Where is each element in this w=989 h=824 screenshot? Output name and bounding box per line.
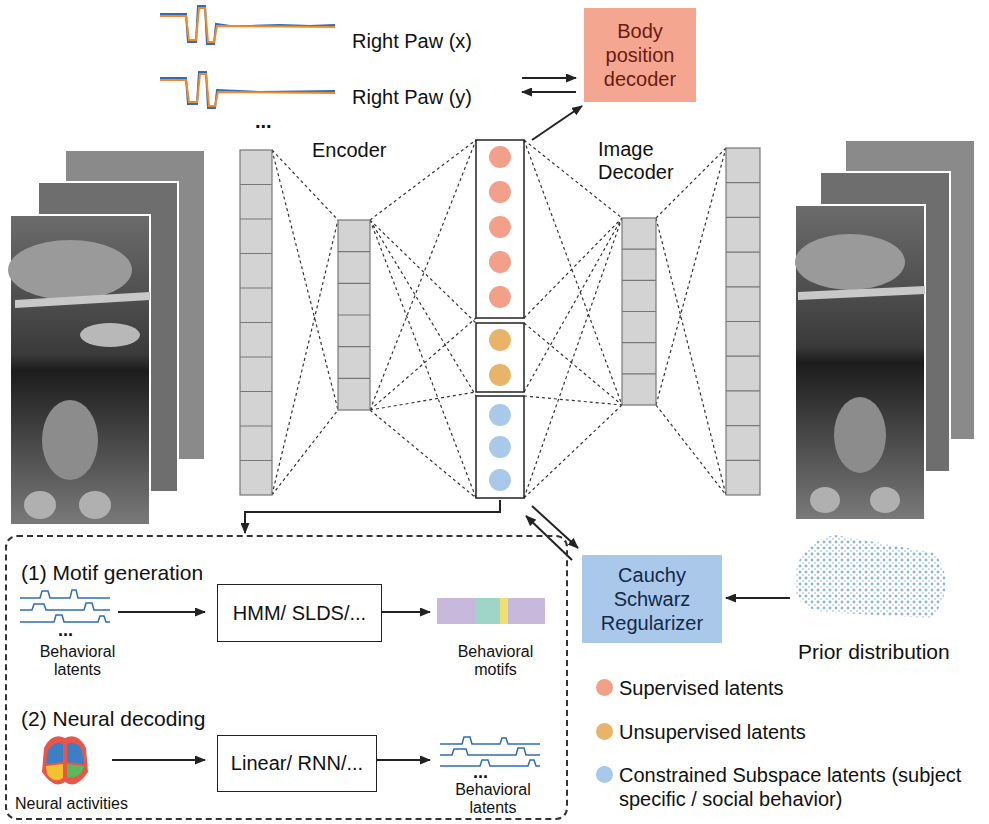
output-frames xyxy=(795,140,975,520)
legend-text: Unsupervised latents xyxy=(619,720,806,744)
legend-entry: Constrained Subspace latents (subject sp… xyxy=(596,763,966,811)
box-text: Body position decoder xyxy=(590,19,690,91)
brain-icon xyxy=(42,736,88,784)
ellipsis: ... xyxy=(58,620,73,641)
data-label: Behavioral latents xyxy=(35,643,120,680)
box-text: HMM/ SLDS/... xyxy=(233,602,366,625)
ellipsis: ... xyxy=(473,762,488,783)
part-name: Encoder xyxy=(312,139,387,162)
signal-name: Right Paw (y) xyxy=(352,86,472,109)
input-frames xyxy=(8,150,205,525)
legend-swatch xyxy=(596,723,613,740)
legend-text: Supervised latents xyxy=(619,676,784,700)
layer-columns xyxy=(240,148,760,495)
ellipsis: ... xyxy=(255,110,272,133)
data-label: Neural activities xyxy=(15,795,128,813)
part-name: Prior distribution xyxy=(798,640,950,664)
arrows xyxy=(112,78,790,760)
section-heading: (2) Neural decoding xyxy=(21,707,205,731)
part-name: Image Decoder xyxy=(596,138,685,184)
paw-traces xyxy=(160,6,335,108)
model-box: HMM/ SLDS/... xyxy=(217,584,382,642)
data-label: Behavioral motifs xyxy=(448,643,543,680)
signal-name: Right Paw (x) xyxy=(352,30,472,53)
legend-text: Constrained Subspace latents (subject sp… xyxy=(619,763,966,811)
prior-cloud xyxy=(795,535,946,618)
latent-groups xyxy=(476,140,524,498)
network-links xyxy=(272,140,726,498)
legend-swatch xyxy=(596,679,613,696)
box-text: Cauchy Schwarz Regularizer xyxy=(588,563,716,635)
legend-swatch xyxy=(596,766,613,783)
box-text: Linear/ RNN/... xyxy=(231,752,363,775)
motif-bar xyxy=(437,598,545,624)
section-heading: (1) Motif generation xyxy=(21,561,203,585)
model-box: Linear/ RNN/... xyxy=(217,735,377,792)
legend-entry: Unsupervised latents xyxy=(596,720,956,744)
legend-entry: Supervised latents xyxy=(596,676,956,700)
decoder-box: Body position decoder xyxy=(584,8,696,102)
regularizer-box: Cauchy Schwarz Regularizer xyxy=(582,555,722,643)
data-label: Behavioral latents xyxy=(448,781,538,818)
